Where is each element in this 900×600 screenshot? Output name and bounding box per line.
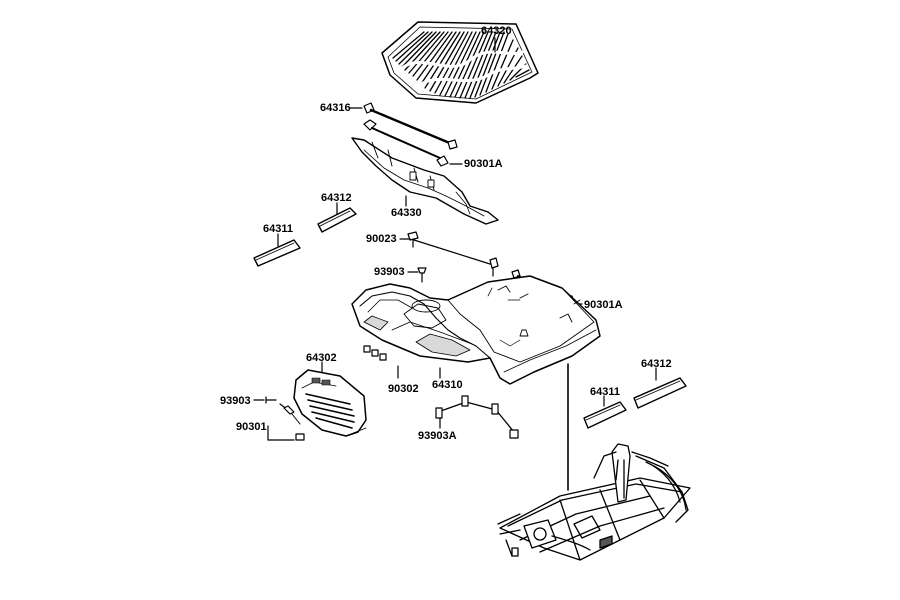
vehicle-frame <box>497 443 691 561</box>
floor-mat <box>381 21 539 104</box>
nut-90301 <box>267 425 305 441</box>
label-64320: 64320 <box>481 25 512 37</box>
cable-64316 <box>363 102 458 167</box>
trim-64312-left <box>317 207 357 233</box>
main-body <box>351 275 601 385</box>
label-93903A: 93903A <box>418 430 457 442</box>
label-90023: 90023 <box>366 233 397 245</box>
label-64310: 64310 <box>432 379 463 391</box>
screws-93903-left <box>265 396 301 425</box>
label-64312-right: 64312 <box>641 358 672 370</box>
bolt-90023 <box>407 231 499 277</box>
label-90302: 90302 <box>388 383 419 395</box>
grill-slats <box>305 393 355 429</box>
trim-64312-right <box>633 377 687 409</box>
trim-64311-left <box>253 239 301 267</box>
label-93903-mid: 93903 <box>374 266 405 278</box>
label-90301A-right: 90301A <box>584 299 623 311</box>
label-64316: 64316 <box>320 102 351 114</box>
label-90301: 90301 <box>236 421 267 433</box>
label-64312-left: 64312 <box>321 192 352 204</box>
bracket-93903A <box>435 395 519 439</box>
label-93903-left: 93903 <box>220 395 251 407</box>
trim-64311-right <box>583 401 627 429</box>
label-64311-left: 64311 <box>263 223 293 235</box>
inner-panel <box>351 137 499 225</box>
label-64302: 64302 <box>306 352 337 364</box>
screw-93903-mid <box>417 267 427 283</box>
grill-64302 <box>293 369 367 437</box>
clips-90302 <box>363 345 399 379</box>
label-64330: 64330 <box>391 207 422 219</box>
label-90301A-top: 90301A <box>464 158 503 170</box>
label-64311-right: 64311 <box>590 386 620 398</box>
